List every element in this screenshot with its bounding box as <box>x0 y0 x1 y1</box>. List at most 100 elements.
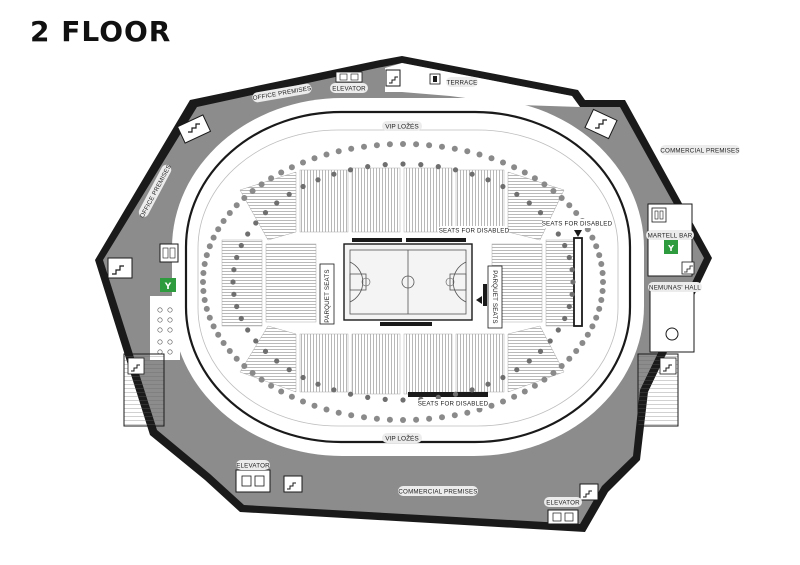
stairs-left-lower <box>123 353 165 427</box>
seat-marker <box>200 279 206 285</box>
seat-marker <box>226 348 233 354</box>
seat-marker <box>476 151 483 158</box>
stairs-top-right <box>584 108 618 140</box>
seat-marker <box>550 370 557 376</box>
seat-marker <box>241 363 248 369</box>
seat-marker <box>566 254 572 261</box>
seat-marker <box>249 370 256 376</box>
nemunas-hall-label: NEMUNAS' HALL <box>649 285 701 292</box>
elevator-left <box>159 243 179 263</box>
seat-marker <box>566 202 573 209</box>
seat-marker <box>245 327 251 333</box>
seat-marker <box>203 252 210 259</box>
seat-marker <box>348 145 355 152</box>
seat-marker <box>555 231 561 237</box>
seat-marker <box>589 234 596 241</box>
seat-marker <box>488 402 495 409</box>
seat-marker <box>347 167 354 173</box>
seat-marker <box>361 143 367 150</box>
seat-marker <box>521 388 528 395</box>
outer-seat-ring <box>200 141 606 423</box>
seat-marker <box>531 175 538 182</box>
seat-marker <box>238 242 244 249</box>
elevator-bottom-left <box>235 469 271 493</box>
seat-marker <box>311 155 318 162</box>
seat-marker <box>531 382 538 389</box>
seat-marker <box>373 142 380 149</box>
seat-marker <box>452 167 459 173</box>
cocktail-icon: Y <box>160 278 176 292</box>
seat-marker <box>537 348 544 354</box>
seat-marker <box>435 164 441 170</box>
seat-marker <box>500 159 506 166</box>
seat-marker <box>500 183 506 190</box>
seat-marker <box>511 393 518 400</box>
seat-marker <box>323 406 330 413</box>
seat-marker <box>593 243 600 250</box>
seat-marker <box>253 338 259 344</box>
seat-marker <box>274 200 280 206</box>
martell-bar-label: MARTELL BAR <box>648 233 693 240</box>
seat-marker <box>558 363 565 369</box>
seat-marker <box>526 200 532 206</box>
seat-marker <box>331 387 337 393</box>
seat-marker <box>541 376 548 383</box>
seat-marker <box>573 348 580 354</box>
restroom-icon <box>429 73 441 85</box>
seat-marker <box>300 374 306 381</box>
seat-marker <box>365 394 371 400</box>
seat-marker <box>300 183 306 190</box>
seat-marker <box>599 288 606 294</box>
seat-marker <box>278 169 285 176</box>
stairs-top-left <box>176 114 212 144</box>
upper-seating-blocks <box>239 167 565 241</box>
seat-marker <box>288 393 295 400</box>
seat-marker <box>300 159 306 166</box>
seat-marker <box>521 169 528 176</box>
seat-marker <box>469 171 475 177</box>
seat-marker <box>418 162 424 168</box>
stairs-right-lower <box>637 353 679 427</box>
seat-marker <box>258 376 265 383</box>
seat-marker <box>231 267 237 273</box>
seat-marker <box>435 394 441 400</box>
seat-marker <box>201 297 208 303</box>
stairs-bottom-right <box>579 483 599 501</box>
seat-marker <box>347 391 354 397</box>
seat-marker <box>500 374 506 381</box>
seat-marker <box>230 279 236 285</box>
svg-text:Y: Y <box>667 244 674 253</box>
seat-marker <box>451 145 458 152</box>
seat-marker <box>400 397 406 403</box>
seat-marker <box>300 398 306 405</box>
seat-marker <box>241 195 248 201</box>
seat-marker <box>596 252 603 259</box>
stairs-bottom-left <box>283 475 303 493</box>
seat-marker <box>526 358 532 364</box>
seat-marker <box>262 210 269 216</box>
seat-marker <box>288 164 295 171</box>
seat-marker <box>566 303 572 310</box>
seat-marker <box>426 142 433 149</box>
seat-marker <box>335 148 342 155</box>
seat-marker <box>596 305 603 312</box>
seat-marker <box>400 417 406 423</box>
elevator-top-label: ELEVATOR <box>332 86 366 93</box>
basketball-court <box>343 243 473 321</box>
seats-disabled-top-label: SEATS FOR DISABLED <box>439 228 510 235</box>
seat-marker <box>514 191 520 197</box>
seat-marker <box>566 355 573 362</box>
seat-marker <box>311 402 318 409</box>
seat-marker <box>382 162 388 168</box>
seat-marker <box>210 234 217 241</box>
seat-marker <box>382 396 388 402</box>
seat-marker <box>245 231 251 237</box>
seat-marker <box>226 210 233 216</box>
seat-marker <box>253 220 259 226</box>
seat-marker <box>558 195 565 201</box>
seat-marker <box>268 382 275 389</box>
elevator-bottom-left-label: ELEVATOR <box>236 463 270 470</box>
seat-marker <box>469 387 475 393</box>
seat-marker <box>598 297 605 303</box>
